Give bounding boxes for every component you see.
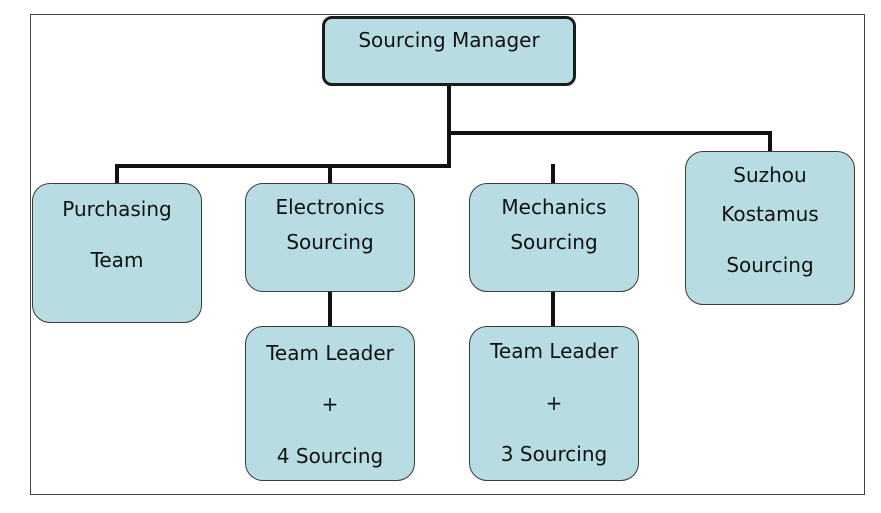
mechanics-sourcing-line1: Mechanics bbox=[501, 195, 607, 219]
electronics-team-line2: + bbox=[321, 392, 339, 416]
electronics-sourcing-node: Electronics Sourcing bbox=[245, 183, 415, 292]
mechanics-team-node: Team Leader + 3 Sourcing bbox=[469, 326, 639, 481]
suzhou-kostamus-sourcing-node: Suzhou Kostamus Sourcing bbox=[685, 151, 855, 305]
purchasing-team-line2: Team bbox=[90, 248, 144, 272]
suzhou-kostamus-line1: Suzhou bbox=[733, 163, 807, 187]
suzhou-kostamus-line2: Kostamus bbox=[721, 202, 819, 226]
electronics-sourcing-line1: Electronics bbox=[275, 195, 385, 219]
purchasing-team-node: Purchasing Team bbox=[32, 183, 202, 323]
mechanics-team-line2: + bbox=[545, 391, 563, 415]
electronics-team-line3: 4 Sourcing bbox=[276, 444, 384, 468]
electronics-sourcing-line2: Sourcing bbox=[286, 230, 374, 254]
sourcing-manager-label: Sourcing Manager bbox=[358, 28, 540, 52]
suzhou-kostamus-line3: Sourcing bbox=[726, 253, 814, 277]
mechanics-team-line3: 3 Sourcing bbox=[500, 442, 608, 466]
mechanics-team-line1: Team Leader bbox=[490, 339, 618, 363]
purchasing-team-line1: Purchasing bbox=[62, 197, 172, 221]
mechanics-sourcing-line2: Sourcing bbox=[510, 230, 598, 254]
mechanics-sourcing-node: Mechanics Sourcing bbox=[469, 183, 639, 292]
sourcing-manager-node: Sourcing Manager bbox=[322, 16, 576, 86]
electronics-team-node: Team Leader + 4 Sourcing bbox=[245, 326, 415, 481]
electronics-team-line1: Team Leader bbox=[266, 341, 394, 365]
